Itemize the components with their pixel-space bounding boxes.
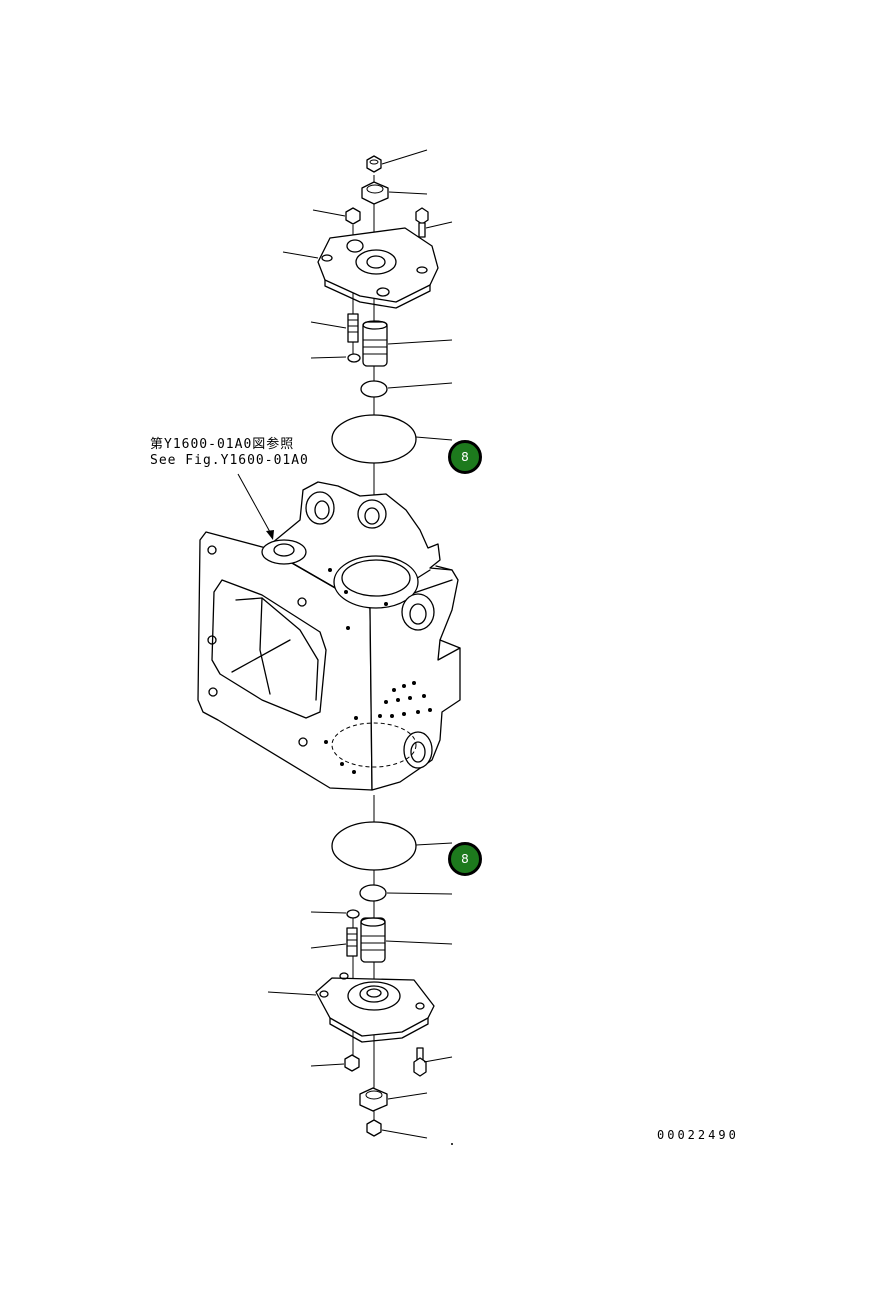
leader-bottom-small-o-ring (310, 911, 347, 914)
bottom-bolt (413, 1047, 427, 1077)
bottom-medium-o-ring (359, 884, 387, 902)
bottom-large-plug (360, 917, 386, 963)
leader-bottom-left-nut (310, 1063, 345, 1067)
top-left-nut (345, 207, 361, 225)
bottom-cover-plate (315, 972, 435, 1043)
leader-top-cover-plate (282, 251, 319, 259)
leader-top-large-nut (388, 191, 428, 195)
leader-bottom-bolt (423, 1056, 453, 1063)
leader-top-small-o-ring (310, 356, 347, 359)
top-large-nut (361, 181, 389, 205)
reference-note: 第Y1600-01A0図参照 See Fig.Y1600-01A0 (150, 437, 309, 469)
top-small-nut (366, 155, 382, 173)
bottom-small-nut (366, 1119, 382, 1137)
top-small-plug (347, 313, 359, 343)
leader-bottom-medium-o-ring (386, 892, 453, 895)
top-bolt (415, 207, 429, 238)
leader-top-small-plug (310, 321, 347, 329)
leader-bottom-small-plug (310, 943, 347, 949)
leader-bottom-large-o-ring (415, 842, 453, 846)
reference-arrow-line (237, 473, 271, 533)
leader-bottom-small-nut (381, 1129, 428, 1139)
leader-top-bolt (425, 221, 453, 229)
leader-top-large-plug (387, 339, 453, 345)
top-small-o-ring (347, 353, 361, 363)
drawing-number: 00022490 (657, 1128, 739, 1142)
top-cover-plate (317, 227, 439, 309)
reference-note-line2: See Fig.Y1600-01A0 (150, 453, 309, 468)
top-large-plug (362, 320, 388, 367)
bottom-small-plug (346, 927, 358, 957)
bottom-large-nut (359, 1087, 388, 1112)
reference-note-line1: 第Y1600-01A0図参照 (150, 437, 295, 452)
leader-bottom-large-nut (387, 1092, 428, 1100)
reference-arrow-head (266, 530, 274, 540)
bottom-left-nut (344, 1054, 360, 1072)
leader-bottom-cover-plate (267, 991, 317, 996)
callout-part-8-bottom[interactable]: 8 (448, 842, 482, 876)
callout-part-8-top[interactable]: 8 (448, 440, 482, 474)
pump-housing (197, 481, 461, 791)
bottom-small-o-ring (346, 909, 360, 919)
leader-top-medium-o-ring (387, 382, 453, 389)
top-large-o-ring (331, 414, 417, 464)
bottom-large-o-ring (331, 821, 417, 871)
leader-tick-mark (451, 1143, 453, 1145)
top-medium-o-ring (360, 380, 388, 398)
leader-top-left-nut (312, 209, 346, 217)
leader-bottom-large-plug (385, 940, 453, 945)
leader-top-small-nut (381, 149, 428, 165)
leader-top-large-o-ring (415, 436, 453, 441)
